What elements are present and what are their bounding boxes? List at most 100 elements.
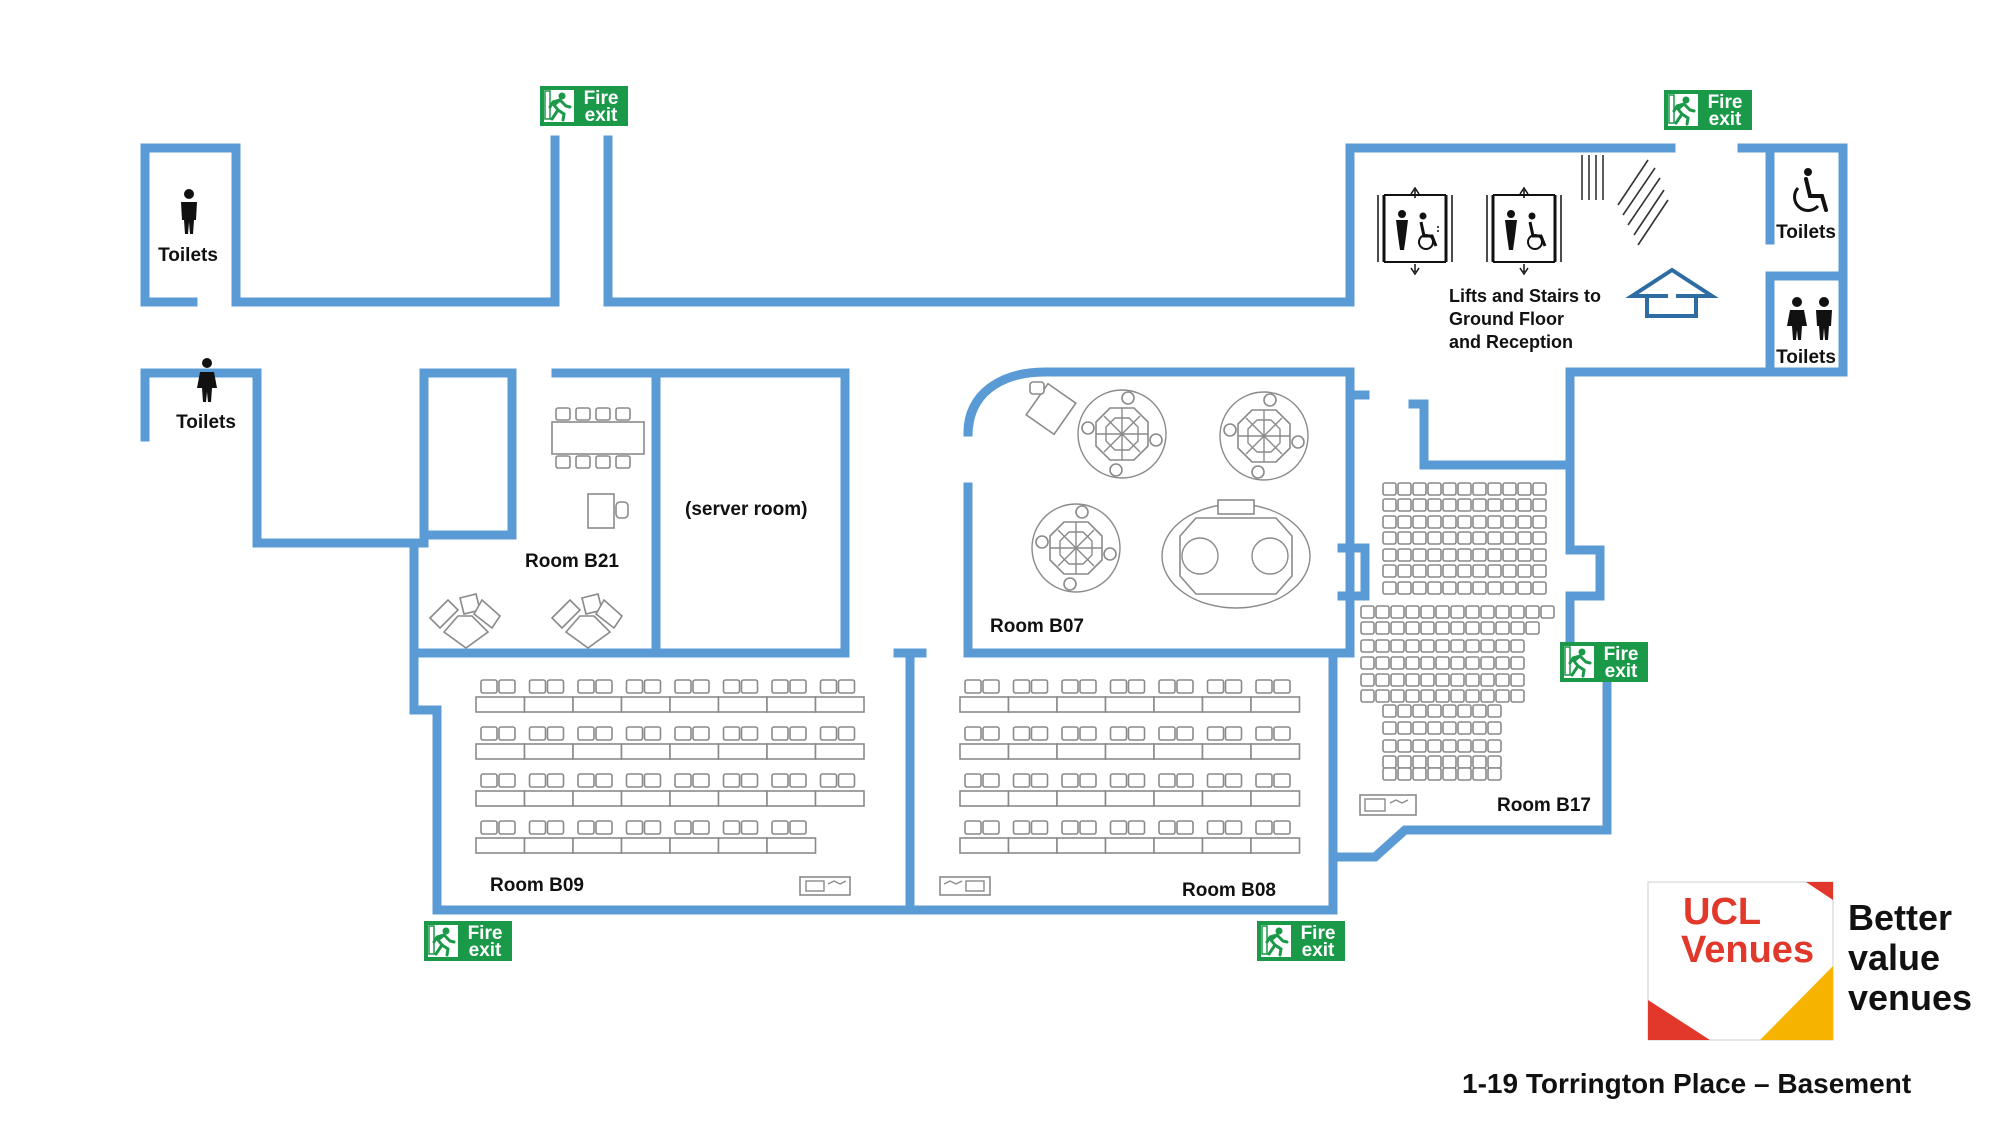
seat [1472,498,1487,512]
lounge-seating-b21 [429,593,623,649]
seat [1176,679,1194,694]
seat [1420,621,1435,635]
seat [1480,621,1495,635]
meeting-table-b21 [551,407,645,529]
wheelchair-icon [1793,168,1828,212]
seat [480,820,498,835]
seat [819,773,838,788]
seat [1390,621,1405,635]
seat [1517,564,1532,578]
svg-text:exit: exit [1605,661,1638,682]
seat [722,679,741,694]
seat [1457,531,1472,545]
seat [1510,621,1525,635]
seat [1030,820,1049,835]
desk [523,790,574,807]
desk [1104,790,1155,807]
seat [1510,689,1525,703]
seat [1127,820,1146,835]
seat [1012,679,1031,694]
seat [1442,482,1457,496]
seat [819,726,838,741]
seat [625,820,644,835]
seat [1176,773,1194,788]
seat [964,679,982,694]
seat [1224,820,1243,835]
seat [1532,482,1547,496]
desk [572,837,623,854]
desk [1104,743,1155,760]
lift-right [1486,186,1562,276]
seat [1427,581,1442,595]
seat [1480,605,1495,619]
seat [1495,689,1510,703]
fire-exit-top-right: Fire exit [1662,88,1754,132]
seat [498,820,516,835]
seat [789,820,807,835]
seat [1517,548,1532,562]
seat [1420,639,1435,653]
seat [595,820,613,835]
svg-text:exit: exit [1302,940,1335,961]
seat [1472,739,1487,753]
seat [1502,515,1517,529]
seat [1412,498,1427,512]
seat [1273,679,1291,694]
seat [1532,531,1547,545]
seat [964,773,982,788]
lectern-b17 [1359,794,1417,816]
walls [140,135,1848,915]
seat [1390,656,1405,670]
lift-left [1377,186,1453,276]
caption: 1-19 Torrington Place – Basement [1462,1068,1911,1099]
seat [1360,605,1375,619]
seat [1510,656,1525,670]
seat [1487,704,1502,718]
seat [1480,656,1495,670]
fire-exit-b08: Fire exit [1255,919,1347,963]
seat [1427,531,1442,545]
seat [1390,689,1405,703]
desk [814,790,865,807]
seat [1442,515,1457,529]
seat [1427,721,1442,735]
seat [1405,689,1420,703]
desk [814,696,865,713]
desk [766,837,817,854]
seat [1158,773,1176,788]
lectern-b09 [799,876,851,896]
seat [1412,704,1427,718]
desk [1153,790,1204,807]
desk [1250,790,1301,807]
seat [643,679,662,694]
seat [1382,721,1397,735]
seat [1382,564,1397,578]
seat [1472,704,1487,718]
seat [1397,755,1412,769]
seat [1472,767,1487,781]
desk [1007,837,1058,854]
seat [1487,721,1502,735]
seat [1405,621,1420,635]
seating-b09 [475,679,865,854]
seat [1435,605,1450,619]
desk [669,837,720,854]
desk [1250,743,1301,760]
seat [1412,531,1427,545]
seat [964,726,982,741]
desk [523,837,574,854]
seat [643,726,662,741]
seat [1427,482,1442,496]
svg-text:exit: exit [1709,109,1742,130]
svg-text:Fire: Fire [468,923,503,944]
seat [1510,605,1525,619]
seat [771,726,789,741]
desk [523,743,574,760]
seat [1450,673,1465,687]
seat [740,726,759,741]
seat [1502,531,1517,545]
seat [1412,721,1427,735]
seat [1517,515,1532,529]
seat [1360,639,1375,653]
seat [740,773,759,788]
